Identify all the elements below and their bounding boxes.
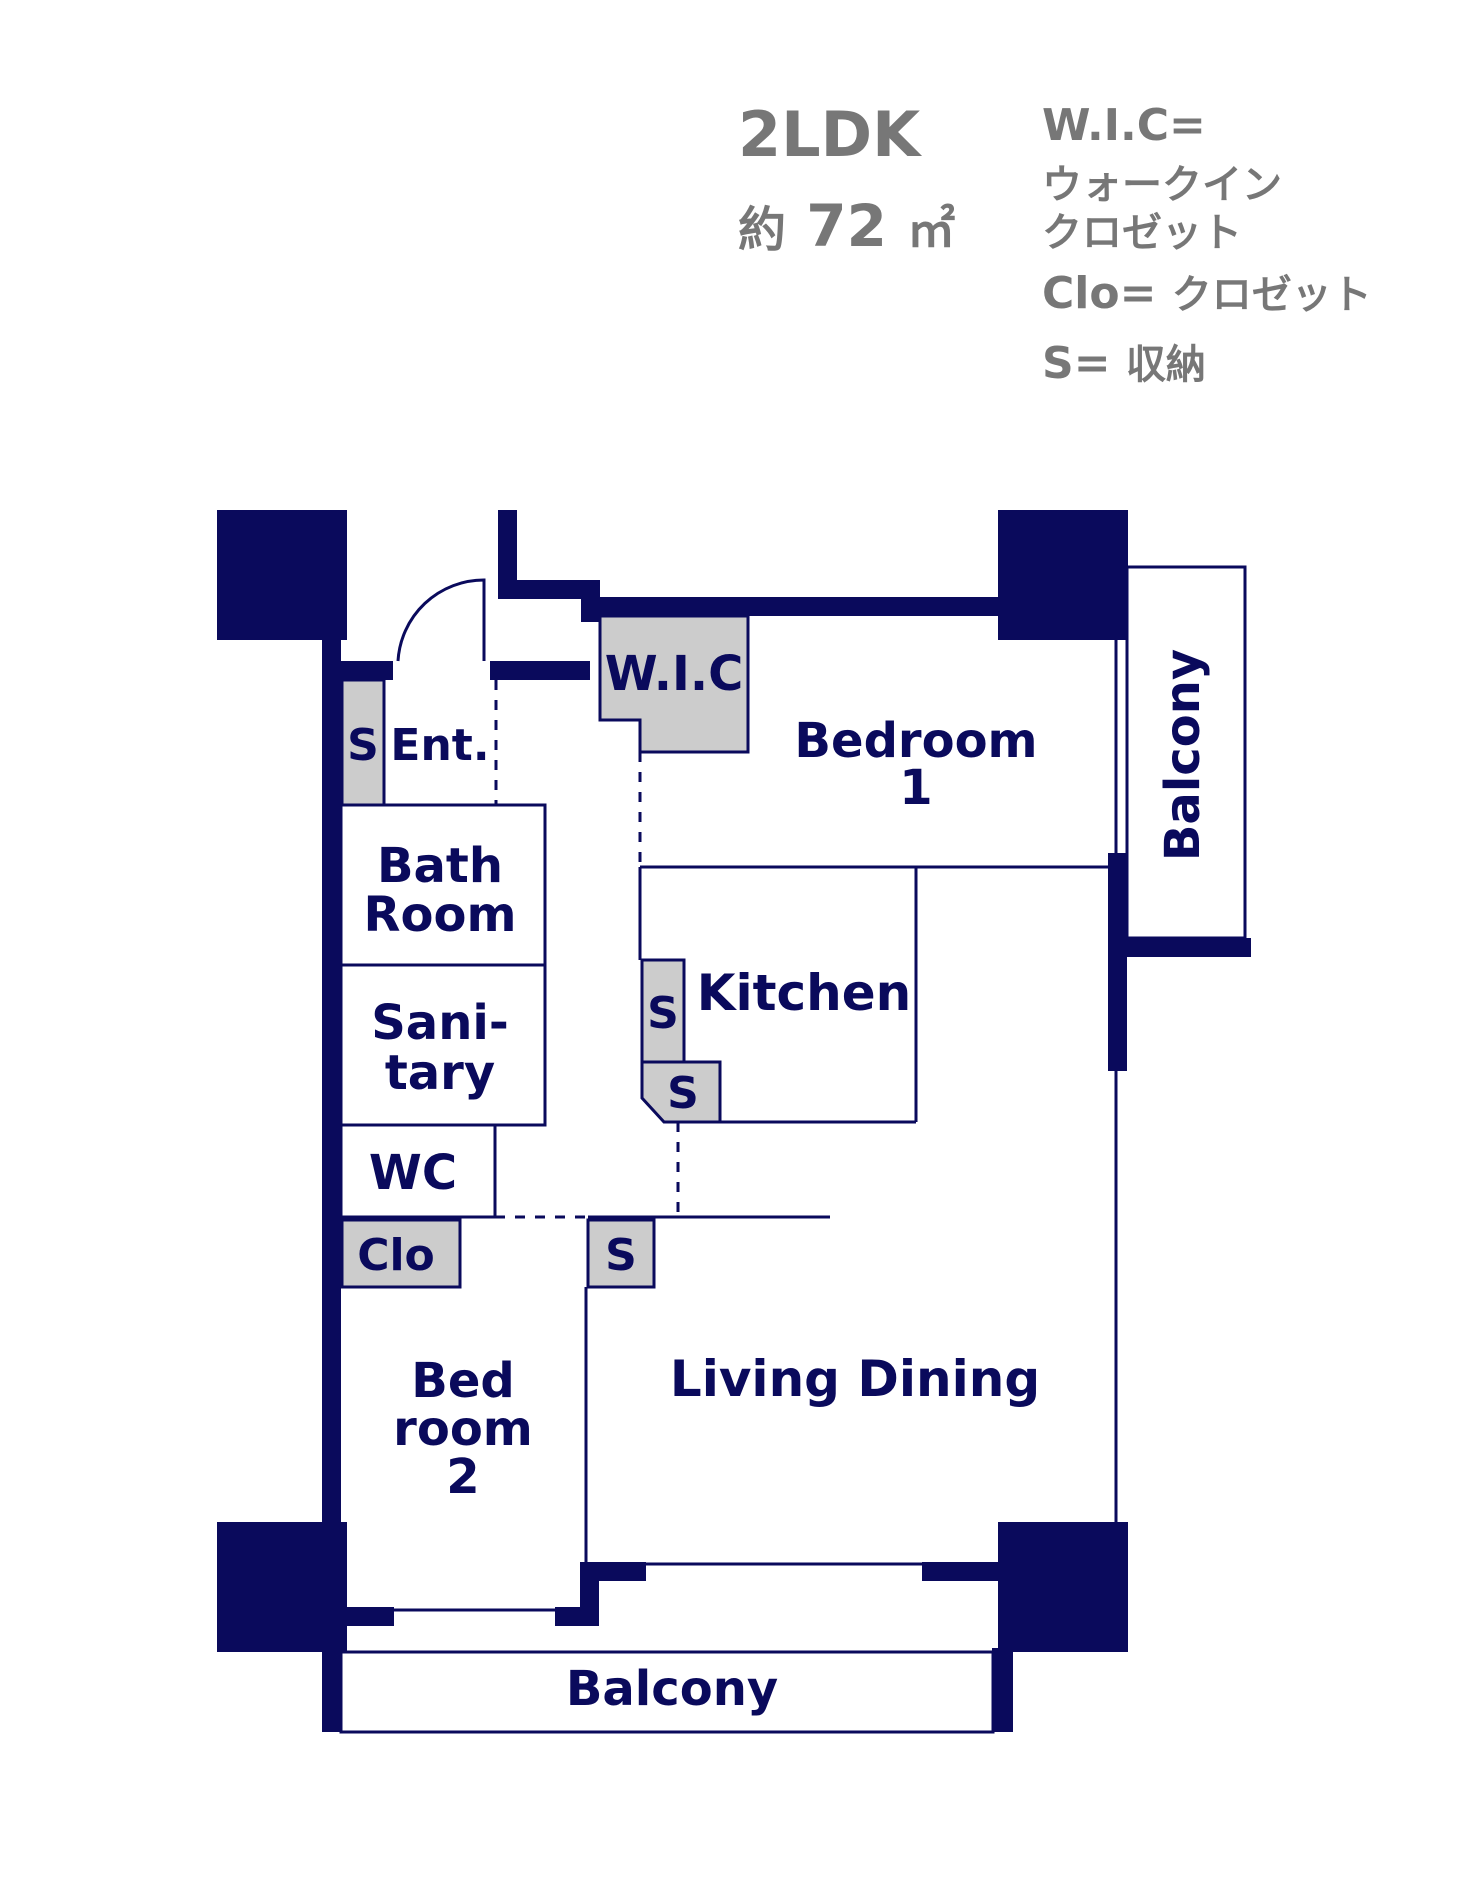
balcony-side-outline [1125, 565, 1247, 940]
wall-left-exterior [322, 640, 341, 1732]
room-label-clo: Clo [357, 1230, 435, 1281]
room-label-entrance-storage: S [347, 720, 379, 771]
room-label-wc: WC [369, 1145, 457, 1201]
legend-s-key: S= [1042, 338, 1111, 389]
area-prefix: 約 [738, 202, 787, 258]
wall-balcony-bottom-right [992, 1648, 1013, 1732]
legend-wic-desc-1: ウォークイン [1042, 162, 1282, 208]
legend-s-desc: 収納 [1125, 342, 1206, 388]
floor-area: 約 72 ㎡ [738, 190, 955, 260]
wall-bottom-ld-left [580, 1562, 646, 1581]
room-label-bedroom1-line2: 1 [899, 760, 932, 816]
room-label-bath-line1: Bath [377, 838, 503, 894]
legend-wic-desc-2: クロゼット [1042, 210, 1242, 256]
entrance-door-swing [396, 578, 486, 662]
wall-bottom-left-segment [341, 1607, 394, 1626]
wall-entry-vertical [498, 510, 517, 596]
balcony-bottom-outline [339, 1650, 995, 1734]
area-value: 72 [806, 192, 887, 260]
clo-storage-area [340, 1218, 462, 1289]
wall-balcony-side-bottom [1127, 938, 1251, 957]
legend-wic-key: W.I.C= [1042, 100, 1206, 151]
room-label-bedroom2-line3: 2 [446, 1449, 479, 1505]
column-top-left [217, 510, 347, 640]
room-label-wic: W.I.C [605, 646, 744, 702]
room-label-kitchen-storage-2: S [667, 1068, 699, 1119]
room-label-bedroom2-line2: room [393, 1401, 533, 1457]
room-label-bedroom2-line1: Bed [411, 1353, 515, 1409]
wall-wc [339, 1123, 497, 1219]
room-label-balcony-side: Balcony [1155, 649, 1211, 861]
layout-type: 2LDK [738, 98, 921, 171]
ld-storage-area [586, 1218, 656, 1289]
column-bottom-right [998, 1522, 1128, 1652]
room-label-sanitary-line2: tary [385, 1045, 495, 1101]
room-label-bedroom1-line1: Bedroom [794, 713, 1037, 769]
wall-entry-right-stub [490, 661, 590, 680]
legend-s: S= 収納 [1042, 332, 1206, 390]
room-label-balcony-bottom: Balcony [566, 1661, 778, 1717]
wall-wic-left [581, 580, 600, 622]
room-label-entrance: Ent. [390, 720, 489, 771]
wall-entry-left-stub [341, 661, 393, 680]
wall-bottom-ld-right [922, 1562, 1002, 1581]
kitchen-storage-2-area [640, 1060, 722, 1124]
room-label-sanitary-line1: Sani- [371, 995, 509, 1051]
legend-clo-key: Clo= [1042, 268, 1157, 319]
room-label-living-dining: Living Dining [670, 1350, 1040, 1408]
legend-clo-desc: クロゼット [1171, 272, 1372, 318]
room-label-kitchen-storage-1: S [647, 988, 679, 1039]
area-unit: ㎡ [907, 202, 956, 258]
room-label-bath-line2: Room [364, 887, 517, 943]
room-label-kitchen: Kitchen [697, 964, 912, 1022]
wall-top-bedroom1 [590, 597, 1000, 616]
wall-entry-horizontal [498, 580, 600, 599]
column-top-right [998, 510, 1128, 640]
legend-clo: Clo= クロゼット [1042, 262, 1372, 320]
room-label-ld-storage: S [605, 1230, 637, 1281]
